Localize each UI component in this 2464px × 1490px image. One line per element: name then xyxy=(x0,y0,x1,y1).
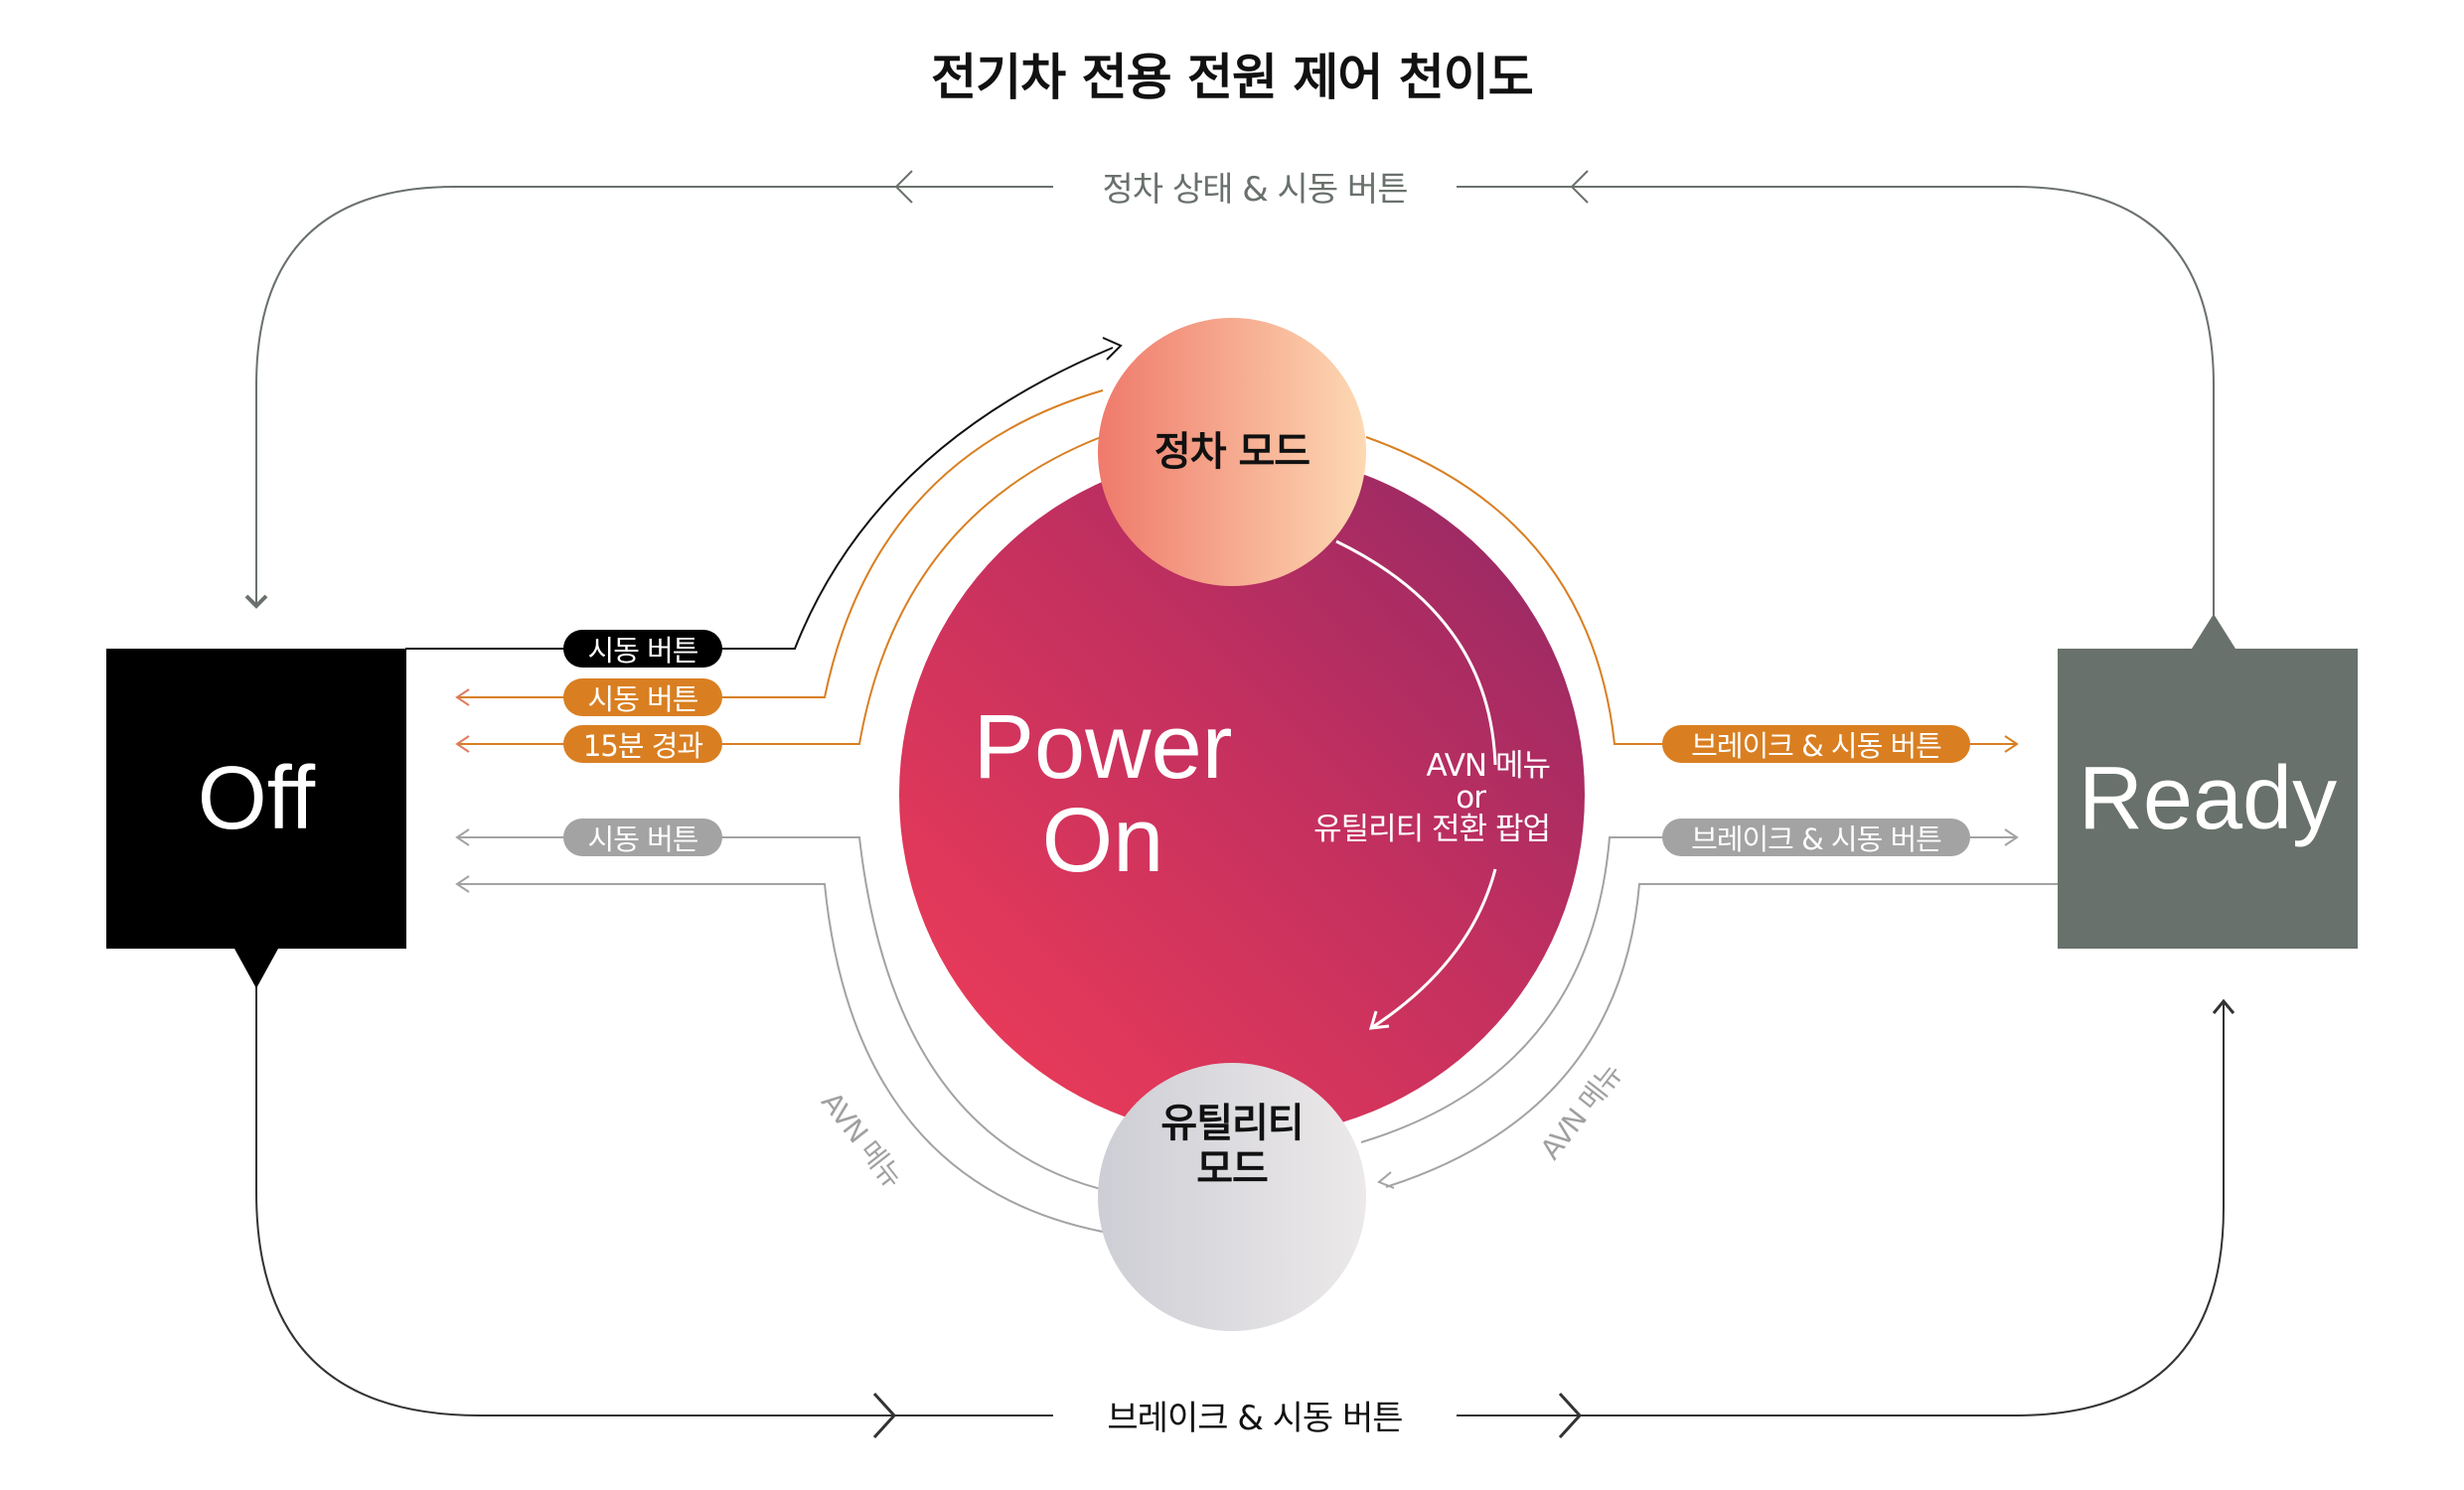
utility-mode-line2: 모드 xyxy=(1196,1146,1269,1192)
parking-to-ready-arrow xyxy=(1365,436,2019,753)
parking-mode-label: 정차 모드 xyxy=(1154,429,1310,475)
bottom-loop-label: 브레이크 & 시동 버튼 xyxy=(1053,1391,1457,1439)
utility-mode-line1: 유틸리티 xyxy=(1160,1101,1304,1146)
off-pointer xyxy=(234,949,278,988)
off-to-parking-arrow xyxy=(405,337,1123,650)
utility-mode-circle xyxy=(1098,1063,1366,1331)
power-on-line2: On xyxy=(1041,790,1164,891)
pill-start-button-gray: 시동 버튼 xyxy=(563,819,722,856)
transition-line3: 유틸리티 전환 팝업 xyxy=(1313,812,1551,847)
pill-start-button-orange: 시동 버튼 xyxy=(563,678,722,716)
top-loop-arrow xyxy=(244,170,2215,616)
ready-pointer xyxy=(2192,614,2235,649)
transition-line1: AVN 메뉴 xyxy=(1426,748,1551,784)
pill-start-button-black: 시동 버튼 xyxy=(563,630,722,668)
pill-brake-start-orange: 브레이크 & 시동 버튼 xyxy=(1662,725,1970,763)
parking-to-off-arrows xyxy=(455,389,1104,753)
state-ready: Ready xyxy=(2058,649,2358,949)
power-on-circle xyxy=(899,452,1585,1137)
transition-line2: or xyxy=(1456,780,1486,816)
utility-to-off-arrows xyxy=(455,828,1114,1233)
parking-mode-circle xyxy=(1098,318,1366,586)
parking-to-utility-arrow xyxy=(1335,539,1497,1030)
top-loop-label: 정차 상태 & 시동 버튼 xyxy=(1053,162,1457,211)
state-ready-label: Ready xyxy=(2078,748,2338,848)
power-on-line1: Power xyxy=(973,696,1233,798)
utility-mode-label: 유틸리티 모드 xyxy=(1098,1101,1366,1192)
pill-brake-start-gray: 브레이크 & 시동 버튼 xyxy=(1662,819,1970,856)
page-title: 전기차 전용 전원 제어 천이도 xyxy=(931,49,1534,106)
center-transition-label: AVN 메뉴 or 유틸리티 전환 팝업 xyxy=(1232,748,1551,847)
state-off: Off xyxy=(106,649,406,949)
utility-ready-arrows xyxy=(1360,828,2058,1189)
bottom-loop-arrow xyxy=(255,983,2235,1439)
pill-15min-elapsed: 15분 경과 xyxy=(563,725,722,763)
state-off-label: Off xyxy=(197,748,316,848)
power-on-label: Power On xyxy=(954,700,1252,887)
